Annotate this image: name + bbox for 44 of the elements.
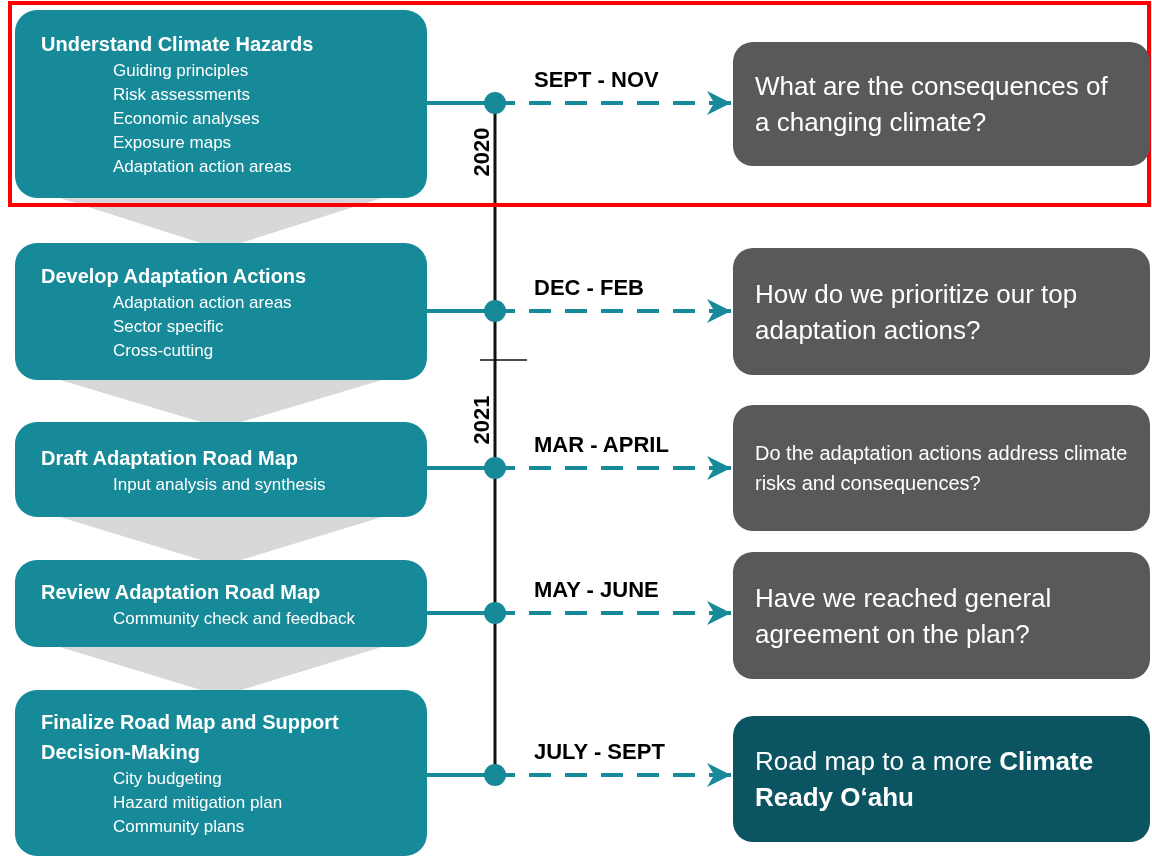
timeline-arrow [427, 601, 731, 625]
step-item: Cross-cutting [112, 339, 214, 362]
step-item: Adaptation action areas [112, 291, 292, 314]
timeline-arrow [427, 763, 731, 787]
step-heading: Draft Adaptation Road Map [41, 445, 300, 471]
flow-chevron [60, 647, 382, 690]
step-heading: Finalize Road Map and Support Decision-Making [41, 710, 340, 765]
question-text: How do we prioritize our top adaptation actions? [755, 277, 1079, 347]
flow-chevron [60, 517, 382, 560]
step-heading: Develop Adaptation Actions [41, 263, 308, 289]
step-heading: Understand Climate Hazards [41, 32, 315, 57]
step-item: Exposure maps [112, 132, 232, 154]
question-box [733, 248, 1150, 375]
step-heading: Review Adaptation Road Map [41, 579, 322, 605]
step-item: Adaptation action areas [112, 156, 292, 178]
timeline-arrow [427, 456, 731, 480]
question-text: Do the adaptation actions address climate risks and consequences? [755, 441, 1128, 496]
step-box [15, 243, 427, 380]
step-item: City budgeting [112, 768, 222, 790]
step-box [15, 690, 427, 856]
question-text: Have we reached general agreement on the plan? [755, 581, 1053, 651]
step-item: Guiding principles [112, 60, 249, 82]
step-item: Input analysis and synthesis [112, 473, 326, 496]
question-text: What are the consequences of a changing climate? [755, 70, 1109, 139]
question-box [733, 552, 1150, 679]
flow-chevron [60, 380, 382, 422]
step-item: Economic analyses [112, 108, 260, 130]
step-box [15, 10, 427, 198]
flow-chevron [60, 198, 382, 243]
timeline-arrow [427, 299, 731, 323]
question-box [733, 405, 1150, 531]
timeline-arrow [427, 91, 731, 115]
step-item: Sector specific [112, 315, 224, 338]
outcome-text: Road map to a more Climate Ready O‘ahu [755, 745, 1095, 814]
step-item: Hazard mitigation plan [112, 792, 283, 814]
outcome-box [733, 716, 1150, 842]
step-item: Community plans [112, 816, 245, 838]
step-box [15, 422, 427, 517]
year-label: 2020 [469, 126, 495, 179]
step-item: Risk assessments [112, 84, 250, 106]
question-box [733, 42, 1150, 166]
step-box [15, 560, 427, 647]
year-label: 2021 [469, 394, 495, 447]
step-item: Community check and feedback [112, 607, 355, 630]
